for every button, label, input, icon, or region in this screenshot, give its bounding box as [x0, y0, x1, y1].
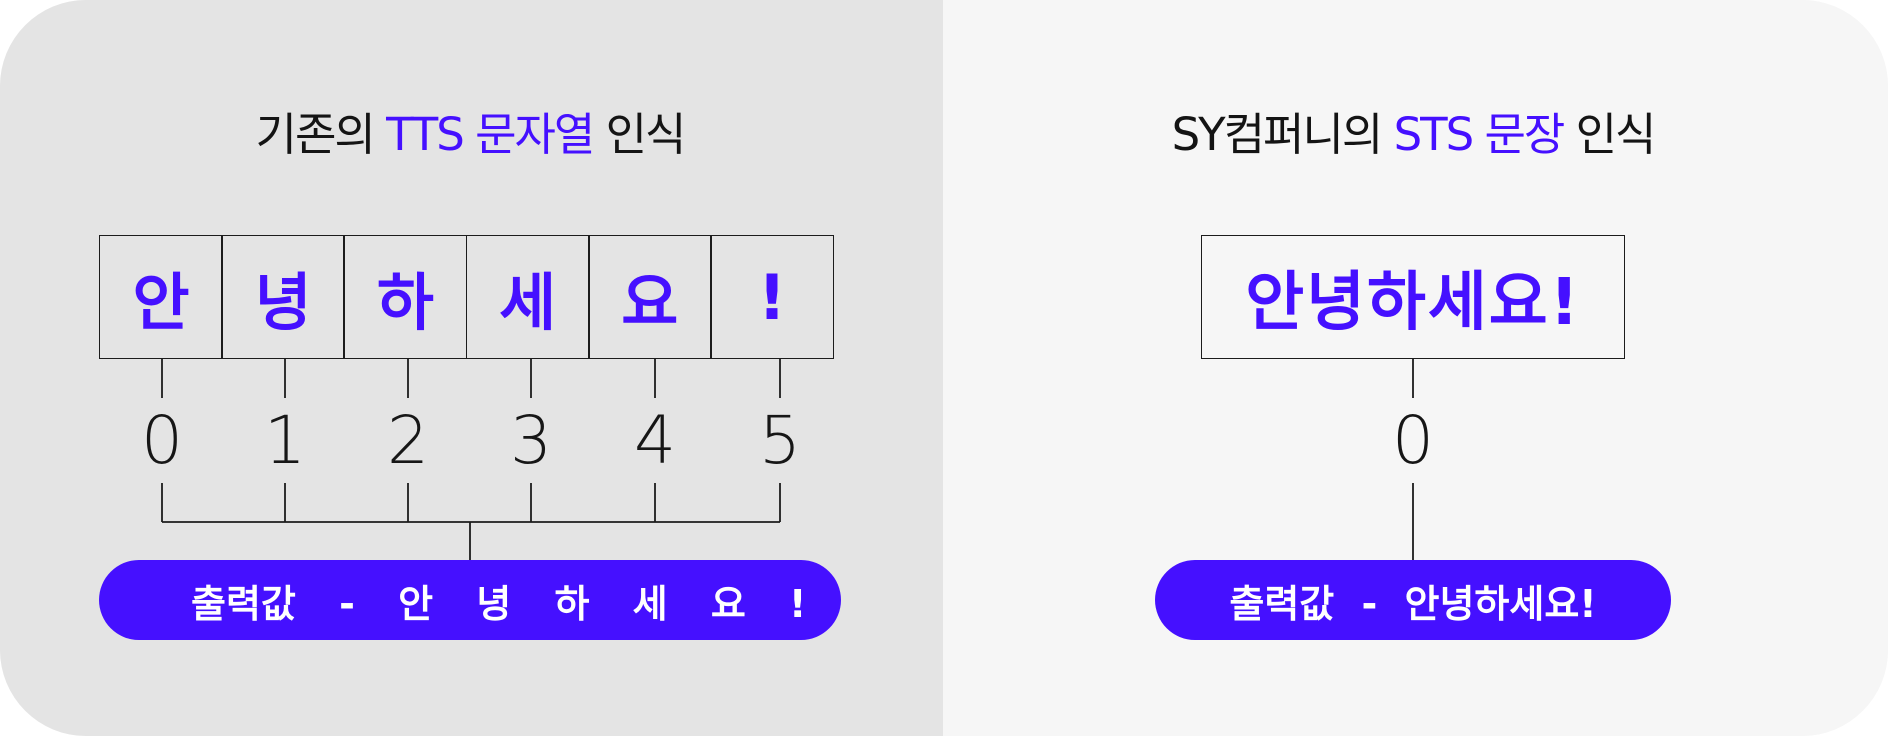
- tts-title: 기존의 TTS 문자열 인식: [255, 98, 687, 163]
- index-label: 3: [510, 402, 552, 479]
- sts-title-prefix: SY컴퍼니의: [1171, 108, 1394, 161]
- index-label: 5: [759, 402, 801, 479]
- sts-title-suffix: 인식: [1563, 108, 1657, 161]
- index-label: 0: [141, 402, 183, 479]
- sentence-box: 안녕하세요!: [1201, 235, 1625, 359]
- sts-title: SY컴퍼니의 STS 문장 인식: [1171, 98, 1657, 163]
- sts-panel: SY컴퍼니의 STS 문장 인식 안녕하세요! 0 출력값 - 안녕하세요!: [943, 0, 1888, 736]
- index-label: 0: [1392, 402, 1434, 479]
- tts-output-pill: 출력값 - 안 녕 하 세 요 !: [99, 560, 841, 640]
- character-cell: 하: [343, 235, 468, 359]
- character-cell: 안: [99, 235, 223, 359]
- tts-title-suffix: 인식: [593, 108, 687, 161]
- tts-title-prefix: 기존의: [255, 108, 387, 161]
- index-label: 1: [264, 402, 306, 479]
- index-label: 2: [387, 402, 429, 479]
- sts-title-accent: STS 문장: [1393, 108, 1566, 161]
- tts-panel: 기존의 TTS 문자열 인식 안 녕 하 세 요 !: [0, 0, 943, 736]
- character-cell: 세: [465, 235, 590, 359]
- character-cell: 녕: [221, 235, 346, 359]
- tts-title-accent: TTS 문자열: [386, 108, 595, 161]
- index-label: 4: [634, 402, 676, 479]
- character-cells: 안 녕 하 세 요 !: [99, 235, 835, 359]
- sts-output-pill: 출력값 - 안녕하세요!: [1155, 560, 1671, 640]
- character-cell: 요: [587, 235, 712, 359]
- character-cell: !: [710, 235, 835, 359]
